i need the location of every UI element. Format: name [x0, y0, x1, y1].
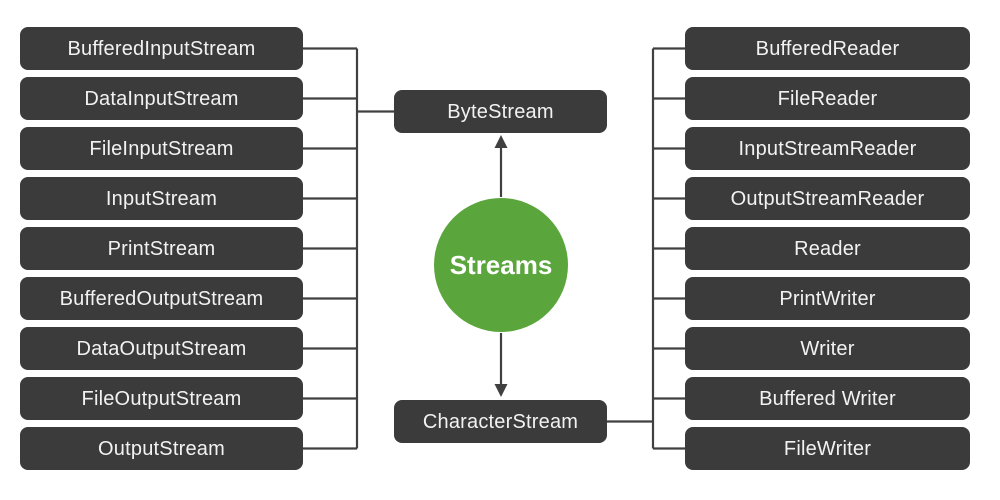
node-box: FileInputStream [20, 127, 303, 170]
bytestream-node: ByteStream [394, 90, 607, 133]
characterstream-node: CharacterStream [394, 400, 607, 443]
node-box: PrintStream [20, 227, 303, 270]
node-box: FileReader [685, 77, 970, 120]
node-box: PrintWriter [685, 277, 970, 320]
node-box: Reader [685, 227, 970, 270]
node-box: InputStreamReader [685, 127, 970, 170]
arrow-up-icon [494, 135, 508, 148]
node-box: DataInputStream [20, 77, 303, 120]
node-box: OutputStream [20, 427, 303, 470]
node-box: FileOutputStream [20, 377, 303, 420]
node-box: Writer [685, 327, 970, 370]
node-box: BufferedOutputStream [20, 277, 303, 320]
node-box: BufferedInputStream [20, 27, 303, 70]
streams-circle: Streams [434, 198, 568, 332]
node-box: DataOutputStream [20, 327, 303, 370]
arrow-down-icon [494, 384, 508, 397]
node-box: InputStream [20, 177, 303, 220]
node-box: BufferedReader [685, 27, 970, 70]
node-box: OutputStreamReader [685, 177, 970, 220]
node-box: Buffered Writer [685, 377, 970, 420]
node-box: FileWriter [685, 427, 970, 470]
